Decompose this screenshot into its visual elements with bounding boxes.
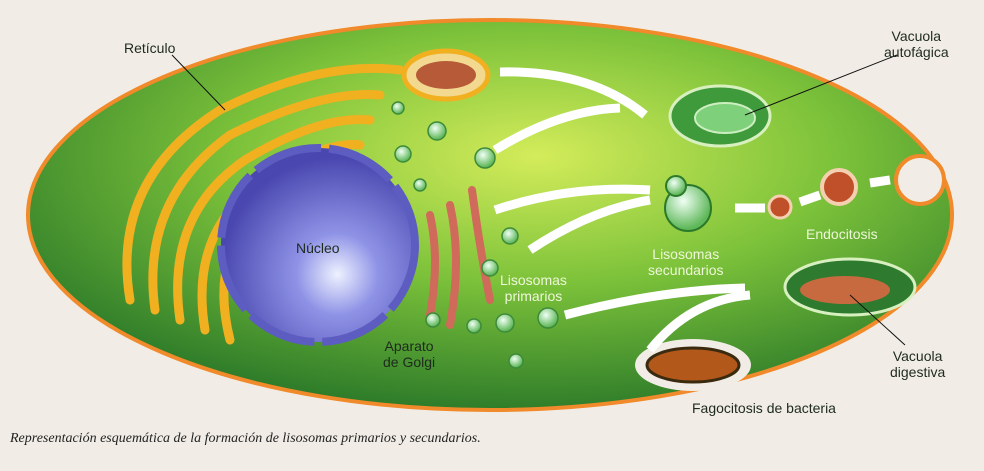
- label-line: digestiva: [890, 364, 946, 380]
- label-line: Aparato: [384, 338, 434, 354]
- flow-arrows: [492, 67, 891, 353]
- label-nucleo: Núcleo: [296, 240, 340, 256]
- digestive-vacuole: [783, 257, 917, 317]
- label-line: autofágica: [884, 44, 949, 60]
- primary-lysosomes: [391, 101, 559, 369]
- endocytosis-notch: [894, 154, 946, 206]
- golgi-apparatus: [426, 186, 494, 329]
- secondary-lysosome: [664, 175, 712, 232]
- label-line: Vacuola: [891, 28, 942, 44]
- label-line: secundarios: [648, 262, 724, 278]
- endocytosis-vesicles: [767, 168, 858, 220]
- mitochondrion: [401, 48, 491, 102]
- label-vacuola-digestiva: Vacuola digestiva: [890, 348, 945, 380]
- label-line: Lisosomas: [652, 246, 720, 262]
- figure-caption: Representación esquemática de la formaci…: [10, 431, 481, 446]
- nucleus: [217, 144, 419, 346]
- label-line: Lisosomas: [500, 272, 567, 288]
- label-lisosomas-secundarios: Lisosomas secundarios: [648, 246, 724, 278]
- label-line: Vacuola: [892, 348, 943, 364]
- bacterium: [635, 339, 751, 391]
- label-line: primarios: [504, 288, 563, 304]
- label-vacuola-autofagica: Vacuola autofágica: [884, 28, 949, 60]
- leader-lines: [171, 54, 906, 346]
- label-endocitosis: Endocitosis: [806, 226, 878, 242]
- label-line: de Golgi: [383, 354, 436, 370]
- label-lisosomas-primarios: Lisosomas primarios: [500, 272, 567, 304]
- label-reticulo: Retículo: [124, 40, 176, 56]
- label-aparato-golgi: Aparato de Golgi: [383, 338, 435, 370]
- label-fagocitosis: Fagocitosis de bacteria: [692, 400, 836, 416]
- autophagic-vacuole: [668, 84, 772, 148]
